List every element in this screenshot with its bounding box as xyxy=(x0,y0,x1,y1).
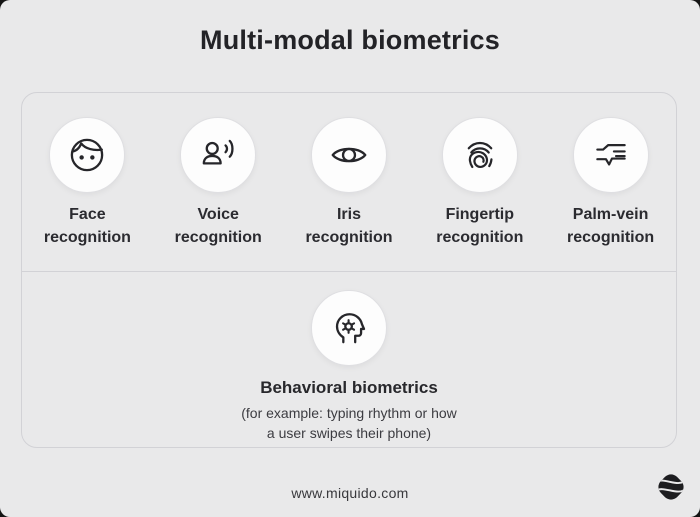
modality-label-face: Face recognition xyxy=(43,206,131,246)
miquido-logo-icon xyxy=(655,474,687,500)
modality-voice: Voice recognition xyxy=(153,93,284,271)
head-gear-icon xyxy=(335,313,366,344)
voice-recognition-icon xyxy=(202,139,234,165)
page-title: Multi-modal biometrics xyxy=(200,25,500,55)
modality-iris: Iris recognition xyxy=(284,93,415,271)
fingertip-tile xyxy=(441,117,518,193)
section-divider xyxy=(22,271,676,272)
iris-tile xyxy=(310,117,387,193)
modality-fingertip: Fingertip recognition xyxy=(414,93,545,271)
fingerprint-icon xyxy=(467,141,493,169)
behavioral-description: (for example: typing rhythm or how a use… xyxy=(241,405,457,442)
behavioral-section: Behavioral biometrics (for example: typi… xyxy=(22,272,676,447)
iris-recognition-icon xyxy=(331,147,367,163)
modality-label-iris: Iris recognition xyxy=(305,206,393,246)
palm-vein-icon xyxy=(595,144,626,166)
footer-url: www.miquido.com xyxy=(291,485,409,501)
face-recognition-icon xyxy=(71,138,104,172)
palm-vein-tile xyxy=(572,117,649,193)
behavioral-title: Behavioral biometrics xyxy=(260,378,438,397)
modality-label-palm-vein: Palm-vein recognition xyxy=(567,206,655,246)
modality-palm-vein: Palm-vein recognition xyxy=(545,93,676,271)
modality-face: Face recognition xyxy=(22,93,153,271)
biometrics-card: Face recognition Voice recognition xyxy=(21,92,677,448)
modality-label-fingertip: Fingertip recognition xyxy=(436,206,524,246)
modality-label-voice: Voice recognition xyxy=(174,206,262,246)
voice-tile xyxy=(180,117,257,193)
modalities-row: Face recognition Voice recognition xyxy=(22,93,676,271)
behavioral-tile xyxy=(311,290,387,366)
face-tile xyxy=(49,117,126,193)
